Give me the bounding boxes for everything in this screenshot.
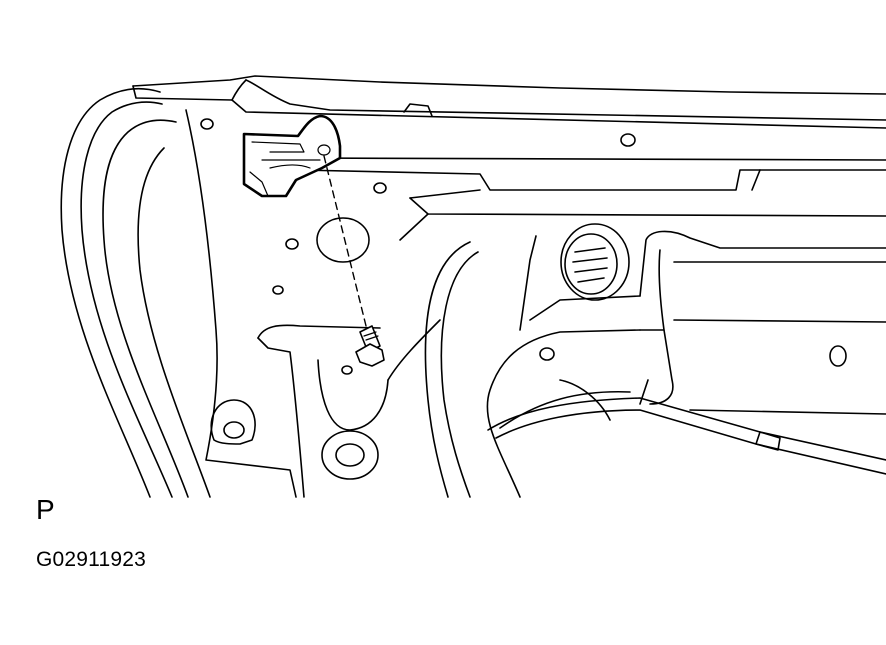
view-label: P: [36, 494, 55, 525]
top-rail: [132, 75, 886, 129]
weatherstrip: [60, 87, 211, 498]
install-guide-line: [323, 155, 369, 335]
horizontal-beam: [299, 157, 886, 241]
grommet: [560, 223, 630, 301]
figure-code: G02911923: [36, 548, 147, 571]
lock-bracket: [242, 114, 342, 198]
mounting-bolt: [355, 325, 385, 367]
door-inner-panel: [185, 109, 886, 498]
wire-harness: [487, 379, 886, 475]
panel-holes: [200, 103, 847, 480]
